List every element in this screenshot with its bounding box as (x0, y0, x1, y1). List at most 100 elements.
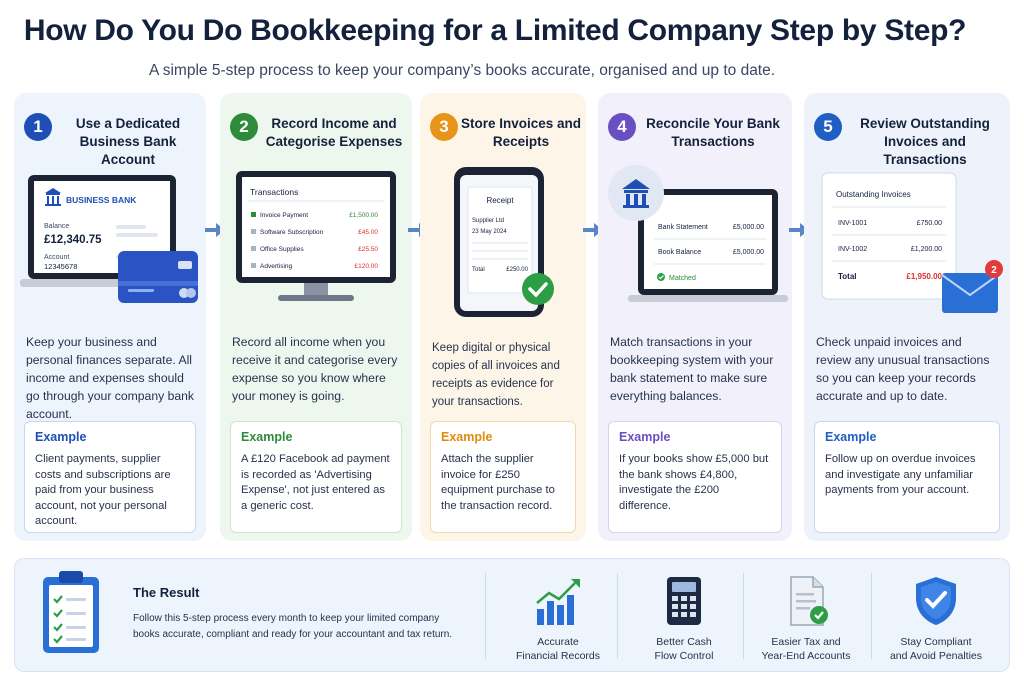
invoice-id: INV-1001 (838, 220, 867, 227)
step-description: Record all income when you receive it an… (232, 335, 398, 403)
invoice-amount: £750.00 (917, 220, 942, 227)
divider (743, 573, 744, 659)
envelope-icon (941, 273, 999, 313)
example-box: Example A £120 Facebook ad payment is re… (230, 421, 402, 533)
step-card-1: 1 Use a Dedicated Business Bank Account … (14, 93, 206, 541)
example-text: Follow up on overdue invoices and invest… (825, 453, 976, 496)
bank-statement-value: £5,000.00 (733, 224, 764, 231)
benefit-label-line2: Year-End Accounts (761, 650, 851, 662)
step-number-badge: 5 (814, 113, 842, 141)
example-box: Example If your books show £5,000 but th… (608, 421, 782, 533)
page-subtitle: A simple 5-step process to keep your com… (148, 62, 776, 79)
example-box: Example Attach the supplier invoice for … (430, 421, 576, 533)
benefit-compliance: Stay Compliant and Avoid Penalties (873, 567, 999, 663)
matched-status: Matched (669, 275, 696, 282)
receipt-total-label: Total (472, 267, 485, 273)
benefit-label-line1: Easier Tax and (771, 636, 841, 648)
receipt-title: Receipt (486, 196, 514, 205)
example-box: Example Client payments, supplier costs … (24, 421, 196, 533)
example-box: Example Follow up on overdue invoices an… (814, 421, 1000, 533)
page-title: How Do You Do Bookkeeping for a Limited … (23, 14, 967, 47)
balance-value: £12,340.75 (44, 234, 102, 246)
step-card-2: 2 Record Income and Categorise Expenses … (220, 93, 412, 541)
example-text: A £120 Facebook ad payment is recorded a… (241, 453, 390, 512)
account-number: 12345678 (44, 262, 77, 271)
step-number-badge: 2 (230, 113, 258, 141)
step-number-badge: 3 (430, 113, 458, 141)
clipboard-checklist-icon (43, 571, 99, 653)
outstanding-invoices-illustration: Outstanding Invoices INV-1001 £750.00 IN… (804, 163, 1010, 323)
bank-statement-label: Bank Statement (658, 224, 708, 231)
receipt-total: £250.00 (506, 267, 528, 273)
shield-check-icon (916, 577, 956, 625)
receipt-supplier: Supplier Ltd (472, 218, 504, 224)
transaction-label: Advertising (260, 263, 293, 270)
transaction-amount: £25.50 (358, 246, 378, 253)
benefit-label-line2: and Avoid Penalties (889, 650, 983, 662)
step-description: Check unpaid invoices and review any unu… (816, 335, 990, 403)
invoices-total: £1,950.00 (906, 272, 942, 281)
example-label: Example (825, 430, 877, 444)
example-text: If your books show £5,000 but the bank s… (619, 453, 769, 512)
check-circle-icon (522, 273, 554, 305)
result-panel: The Result Follow this 5-step process ev… (14, 558, 1010, 672)
step-card-3: 3 Store Invoices and Receipts Receipt Su… (420, 93, 586, 541)
step-heading: Use a Dedicated Business Bank Account (75, 116, 181, 167)
example-label: Example (241, 430, 293, 444)
book-balance-value: £5,000.00 (733, 249, 764, 256)
example-label: Example (619, 430, 671, 444)
example-text: Client payments, supplier costs and subs… (35, 453, 171, 527)
step-heading: Record Income and Categorise Expenses (265, 116, 403, 149)
step-description: Keep digital or physical copies of all i… (432, 342, 560, 408)
benefit-label-line2: Financial Records (515, 650, 601, 662)
transaction-amount: £120.00 (355, 263, 379, 270)
step-card-5: 5 Review Outstanding Invoices and Transa… (804, 93, 1010, 541)
matched-check-icon (657, 273, 665, 281)
benefit-label-line1: Accurate (537, 636, 579, 648)
growth-chart-icon (536, 579, 580, 625)
step-description: Match transactions in your bookkeeping s… (610, 335, 774, 403)
monitor-transactions-illustration: Transactions Invoice Payment £1,500.00 S… (220, 163, 412, 323)
transaction-label: Office Supplies (260, 246, 304, 253)
example-label: Example (441, 430, 493, 444)
notification-count: 2 (991, 265, 997, 276)
example-text: Attach the supplier invoice for £250 equ… (441, 453, 555, 512)
example-label: Example (35, 430, 87, 444)
transaction-label: Invoice Payment (260, 212, 308, 219)
bank-icon (45, 188, 61, 206)
bank-name: BUSINESS BANK (66, 195, 137, 205)
benefit-label-line1: Stay Compliant (900, 636, 972, 648)
receipt-date: 23 May 2024 (472, 229, 507, 235)
notification-badge-icon (985, 260, 1003, 278)
transaction-label: Software Subscription (260, 229, 324, 236)
transactions-title: Transactions (250, 187, 298, 197)
invoice-id: INV-1002 (838, 246, 867, 253)
account-label: Account (44, 254, 69, 261)
calculator-icon (667, 577, 701, 625)
benefit-label: Stay Compliant and Avoid Penalties (873, 635, 999, 663)
laptop-bank-illustration: BUSINESS BANK Balance £12,340.75 Account… (14, 163, 206, 323)
invoice-amount: £1,200.00 (911, 246, 942, 253)
divider (617, 573, 618, 659)
result-title: The Result (133, 585, 200, 600)
transaction-amount: £45.00 (358, 229, 378, 236)
step-heading: Store Invoices and Receipts (460, 116, 582, 149)
divider (485, 573, 486, 659)
step-number-badge: 1 (24, 113, 52, 141)
step-card-4: 4 Reconcile Your Bank Transactions Bank … (598, 93, 792, 541)
phone-receipt-illustration: Receipt Supplier Ltd 23 May 2024 Total £… (420, 163, 586, 323)
bank-building-icon (622, 179, 650, 208)
balance-label: Balance (44, 223, 69, 230)
benefit-label-line2: Flow Control (654, 650, 714, 662)
step-description: Keep your business and personal finances… (26, 335, 195, 421)
invoices-total-label: Total (838, 272, 857, 281)
step-number-badge: 4 (608, 113, 636, 141)
result-text: Follow this 5-step process every month t… (133, 613, 453, 640)
book-balance-label: Book Balance (658, 249, 701, 256)
benefit-label-line1: Better Cash (656, 636, 712, 648)
